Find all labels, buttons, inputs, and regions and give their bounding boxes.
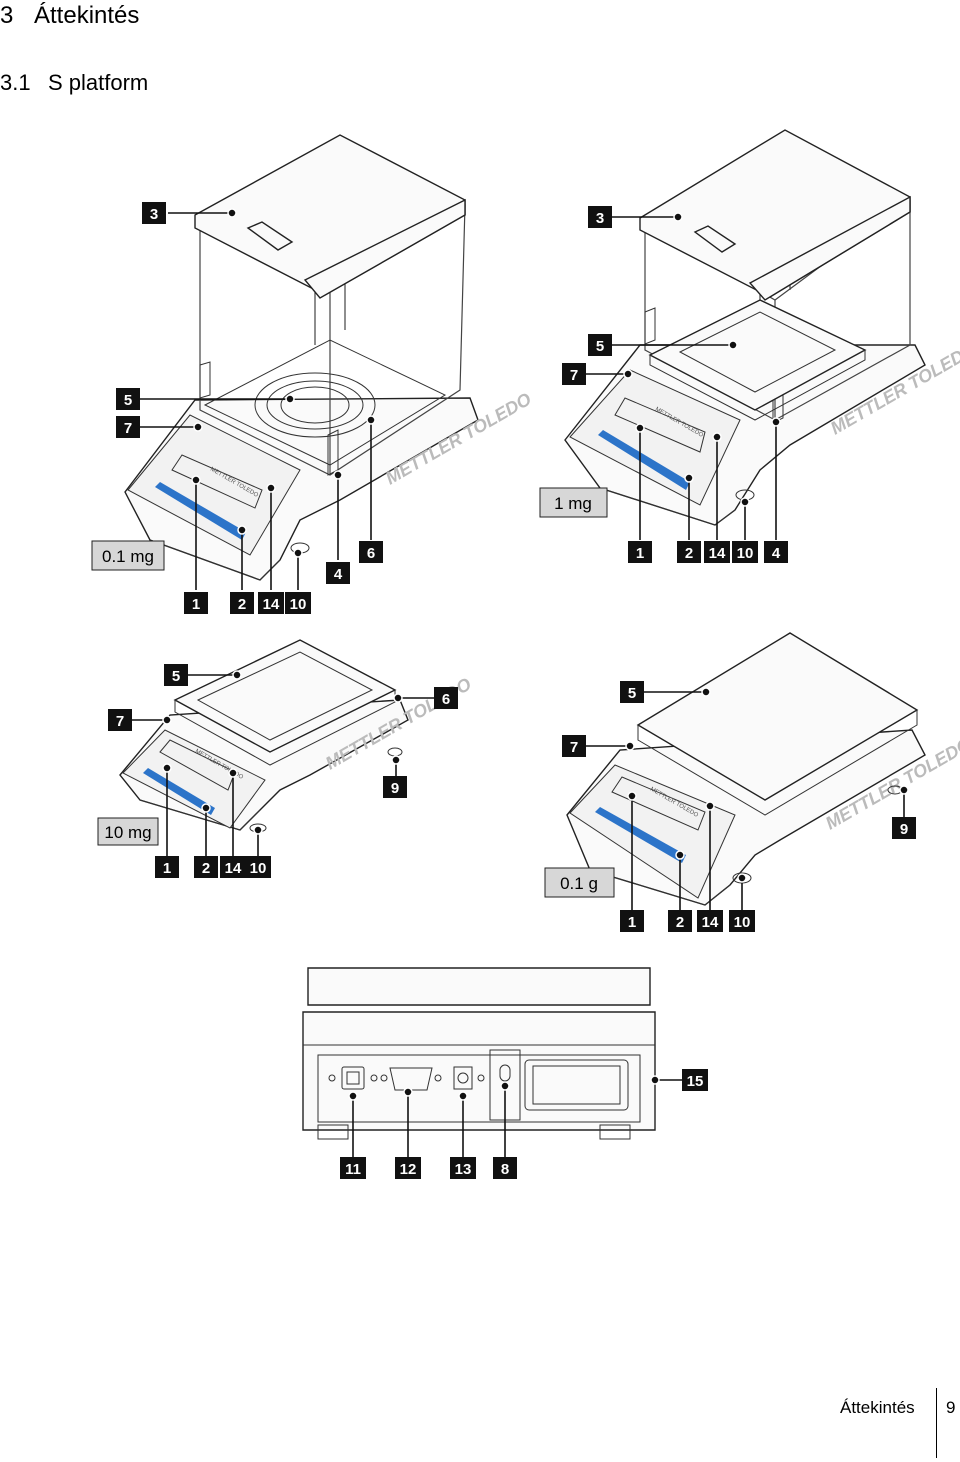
svg-text:0.1 g: 0.1 g <box>560 874 598 893</box>
resolution-label: 10 mg <box>97 817 159 846</box>
svg-text:1: 1 <box>636 545 644 562</box>
svg-text:5: 5 <box>172 668 180 685</box>
svg-text:10: 10 <box>250 860 267 877</box>
callout-9: 9 <box>383 776 407 798</box>
svg-text:5: 5 <box>628 685 636 702</box>
svg-text:6: 6 <box>442 691 450 708</box>
svg-text:4: 4 <box>772 545 781 562</box>
svg-text:1: 1 <box>192 596 200 613</box>
svg-text:10 mg: 10 mg <box>104 823 151 842</box>
callout-2: 2 <box>677 541 701 563</box>
callout-8: 8 <box>493 1157 517 1179</box>
callout-7: 7 <box>116 416 140 438</box>
callout-15: 15 <box>682 1069 708 1091</box>
balance-figure-1: METTLER TOLEDO METTLER TOLEDO <box>124 134 535 581</box>
chapter-heading: 3 Áttekintés <box>0 2 139 30</box>
balance-rear-view <box>302 967 656 1140</box>
callout-3: 3 <box>588 206 612 228</box>
svg-text:10: 10 <box>737 545 754 562</box>
svg-text:2: 2 <box>676 914 684 931</box>
leader-lines <box>130 208 909 1157</box>
page-number: 9 <box>946 1398 956 1417</box>
footer-section-title: Áttekintés <box>840 1398 915 1417</box>
svg-text:1: 1 <box>628 914 636 931</box>
callout-14: 14 <box>258 592 284 614</box>
section-title: S platform <box>48 70 149 95</box>
svg-text:0.1 mg: 0.1 mg <box>102 547 154 566</box>
callout-1: 1 <box>628 541 652 563</box>
callout-2: 2 <box>230 592 254 614</box>
callout-10: 10 <box>732 541 758 563</box>
callout-6: 6 <box>434 687 458 709</box>
resolution-label: 0.1 g <box>544 867 615 898</box>
callout-badges: 3 5 7 1 2 14 10 4 6 0.1 mg 3 5 7 1 2 14 … <box>91 202 916 1179</box>
callout-3: 3 <box>142 202 166 224</box>
svg-text:2: 2 <box>685 545 693 562</box>
callout-10: 10 <box>285 592 311 614</box>
svg-text:1: 1 <box>163 860 171 877</box>
svg-text:5: 5 <box>124 392 132 409</box>
balance-figure-2: METTLER TOLEDO METTLER TOLEDO <box>564 129 960 526</box>
callout-14: 14 <box>697 910 723 932</box>
callout-12: 12 <box>395 1157 421 1179</box>
callout-7: 7 <box>562 363 586 385</box>
svg-text:15: 15 <box>687 1073 704 1090</box>
chapter-number: 3 <box>0 2 14 29</box>
svg-text:14: 14 <box>225 860 242 877</box>
callout-9: 9 <box>892 817 916 839</box>
svg-text:9: 9 <box>900 821 908 838</box>
svg-text:5: 5 <box>596 338 604 355</box>
callout-10: 10 <box>245 856 271 878</box>
svg-text:2: 2 <box>238 596 246 613</box>
footer-divider <box>936 1388 937 1458</box>
svg-text:13: 13 <box>455 1161 472 1178</box>
section-number: 3.1 <box>0 70 31 95</box>
svg-text:7: 7 <box>570 367 578 384</box>
svg-text:10: 10 <box>290 596 307 613</box>
callout-1: 1 <box>184 592 208 614</box>
callout-7: 7 <box>108 709 132 731</box>
callout-11: 11 <box>340 1157 366 1179</box>
svg-text:2: 2 <box>202 860 210 877</box>
balance-figure-4: METTLER TOLEDO METTLER TOLEDO <box>566 632 960 906</box>
callout-5: 5 <box>164 664 188 686</box>
callout-14: 14 <box>704 541 730 563</box>
svg-text:12: 12 <box>400 1161 417 1178</box>
callout-5: 5 <box>588 334 612 356</box>
svg-text:14: 14 <box>709 545 726 562</box>
svg-text:6: 6 <box>367 545 375 562</box>
callout-14: 14 <box>220 856 246 878</box>
svg-text:14: 14 <box>263 596 280 613</box>
svg-text:10: 10 <box>734 914 751 931</box>
callout-4: 4 <box>764 541 788 563</box>
callout-7: 7 <box>562 735 586 757</box>
svg-text:3: 3 <box>596 210 604 227</box>
callout-2: 2 <box>668 910 692 932</box>
svg-text:7: 7 <box>124 420 132 437</box>
callout-10: 10 <box>729 910 755 932</box>
section-heading: 3.1 S platform <box>0 70 148 96</box>
callout-5: 5 <box>620 681 644 703</box>
callout-6: 6 <box>359 541 383 563</box>
svg-text:7: 7 <box>116 713 124 730</box>
callout-4: 4 <box>326 562 350 584</box>
svg-text:3: 3 <box>150 206 158 223</box>
callout-1: 1 <box>620 910 644 932</box>
chapter-title: Áttekintés <box>34 2 140 29</box>
svg-text:9: 9 <box>391 780 399 797</box>
resolution-label: 0.1 mg <box>91 540 165 571</box>
svg-text:1 mg: 1 mg <box>554 494 592 513</box>
callout-2: 2 <box>194 856 218 878</box>
svg-text:4: 4 <box>334 566 343 583</box>
callout-5: 5 <box>116 388 140 410</box>
svg-text:14: 14 <box>702 914 719 931</box>
callout-13: 13 <box>450 1157 476 1179</box>
callout-1: 1 <box>155 856 179 878</box>
svg-text:11: 11 <box>345 1161 361 1178</box>
resolution-label: 1 mg <box>539 487 608 518</box>
svg-text:7: 7 <box>570 739 578 756</box>
svg-text:8: 8 <box>501 1161 509 1178</box>
